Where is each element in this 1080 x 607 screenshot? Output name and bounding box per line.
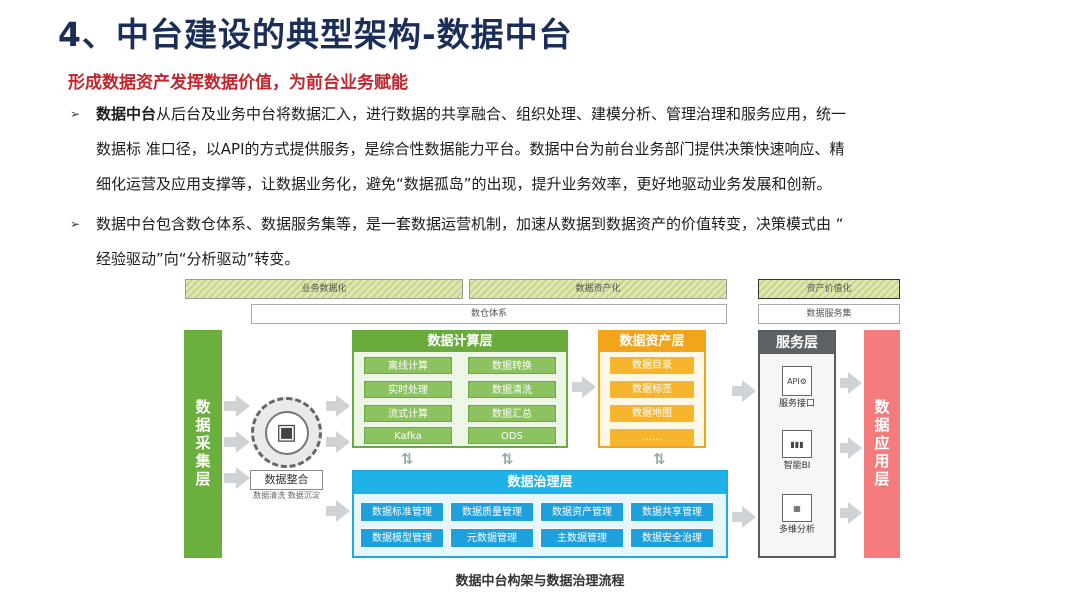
service-api: API⚙ 服务接口 xyxy=(770,366,824,409)
asset-cell: …… xyxy=(610,429,694,446)
collect-layer: 数据采集层 xyxy=(184,330,222,558)
paragraph-1-line-2: 数据标 准口径，以API的方式提供服务，是综合性数据能力平台。数据中台为前台业务… xyxy=(96,140,845,158)
paragraph-1: ➢ 数据中台从后台及业务中台将数据汇入，进行数据的共享融合、组织处理、建模分析、… xyxy=(70,97,1030,202)
calc-cell: 数据汇总 xyxy=(468,405,556,422)
page-subtitle: 形成数据资产发挥数据价值，为前台业务赋能 xyxy=(68,73,408,93)
up-down-arrow-icon: ⇅ xyxy=(401,450,414,468)
service-bi-label: 智能BI xyxy=(783,461,811,471)
calc-layer-panel: 数据计算层 离线计算 实时处理 流式计算 Kafka 数据转换 数据清洗 数据汇… xyxy=(352,330,568,448)
service-olap-label: 多维分析 xyxy=(778,525,815,535)
gov-cell: 数据共享管理 xyxy=(630,502,714,522)
service-layer-panel: 服务层 API⚙ 服务接口 ▮▮▮ 智能BI ▦ 多维分析 xyxy=(758,330,836,558)
gov-cell: 数据安全治理 xyxy=(630,528,714,548)
asset-layer-title: 数据资产层 xyxy=(600,332,704,352)
bar-chart-icon: ▮▮▮ xyxy=(782,430,812,458)
gov-cell: 数据资产管理 xyxy=(540,502,624,522)
band-warehouse: 数仓体系 xyxy=(251,304,727,324)
page-title: 4、中台建设的典型架构-数据中台 xyxy=(58,15,573,54)
hub-label: 数据整合 xyxy=(250,470,323,490)
bullet-icon: ➢ xyxy=(70,107,81,121)
hub-note: 数据清洗 数据沉淀 xyxy=(253,491,320,500)
asset-layer-panel: 数据资产层 数据目录 数据标签 数据地图 …… xyxy=(598,330,706,448)
calc-cell: 流式计算 xyxy=(364,405,452,422)
up-down-arrow-icon: ⇅ xyxy=(653,450,666,468)
cube-icon: ▣ xyxy=(264,410,309,455)
up-down-arrow-icon: ⇅ xyxy=(501,450,514,468)
gov-cell: 数据标准管理 xyxy=(360,502,444,522)
band-service-set: 数据服务集 xyxy=(758,304,900,324)
hub-icon: ▣ xyxy=(251,397,322,468)
service-api-label: 服务接口 xyxy=(778,399,815,409)
band-data-asset: 数据资产化 xyxy=(469,279,727,299)
diagram-caption: 数据中台构架与数据治理流程 xyxy=(455,574,625,589)
grid-analysis-icon: ▦ xyxy=(782,494,812,522)
paragraph-1-line-1-rest: 从后台及业务中台将数据汇入，进行数据的共享融合、组织处理、建模分析、管理治理和服… xyxy=(156,105,847,123)
paragraph-1-bold: 数据中台 xyxy=(96,105,157,123)
calc-cell: Kafka xyxy=(364,427,452,444)
calc-layer-title: 数据计算层 xyxy=(354,332,566,352)
band-business-data: 业务数据化 xyxy=(185,279,463,299)
gov-layer-panel: 数据治理层 数据标准管理 数据质量管理 数据资产管理 数据共享管理 数据模型管理… xyxy=(352,470,728,558)
service-olap: ▦ 多维分析 xyxy=(770,494,824,535)
gov-cell: 数据模型管理 xyxy=(360,528,444,548)
calc-cell: 实时处理 xyxy=(364,381,452,398)
calc-cell: 离线计算 xyxy=(364,357,452,374)
paragraph-2: ➢ 数据中台包含数仓体系、数据服务集等，是一套数据运营机制，加速从数据到数据资产… xyxy=(70,207,1030,277)
gov-cell: 元数据管理 xyxy=(450,528,534,548)
calc-cell: 数据转换 xyxy=(468,357,556,374)
gov-layer-title: 数据治理层 xyxy=(354,472,726,494)
paragraph-1-line-3: 细化运营及应用支撑等，让数据业务化，避免“数据孤岛”的出现，提升业务效率，更好地… xyxy=(96,175,832,193)
paragraph-2-line-1: 数据中台包含数仓体系、数据服务集等，是一套数据运营机制，加速从数据到数据资产的价… xyxy=(96,215,844,233)
calc-cell: ODS xyxy=(468,427,556,444)
asset-cell: 数据标签 xyxy=(610,381,694,398)
app-layer: 数据应用层 xyxy=(864,330,900,558)
asset-cell: 数据地图 xyxy=(610,405,694,422)
bullet-icon: ➢ xyxy=(70,217,81,231)
gov-cell: 数据质量管理 xyxy=(450,502,534,522)
asset-cell: 数据目录 xyxy=(610,357,694,374)
band-asset-value: 资产价值化 xyxy=(758,279,900,299)
api-icon: API⚙ xyxy=(782,366,812,396)
calc-cell: 数据清洗 xyxy=(468,381,556,398)
paragraph-1-line-1: 数据中台从后台及业务中台将数据汇入，进行数据的共享融合、组织处理、建模分析、管理… xyxy=(70,97,1030,132)
gov-cell: 主数据管理 xyxy=(540,528,624,548)
service-layer-title: 服务层 xyxy=(760,332,834,354)
paragraph-2-line-2: 经验驱动”向“分析驱动”转变。 xyxy=(96,250,300,268)
service-bi: ▮▮▮ 智能BI xyxy=(770,430,824,471)
